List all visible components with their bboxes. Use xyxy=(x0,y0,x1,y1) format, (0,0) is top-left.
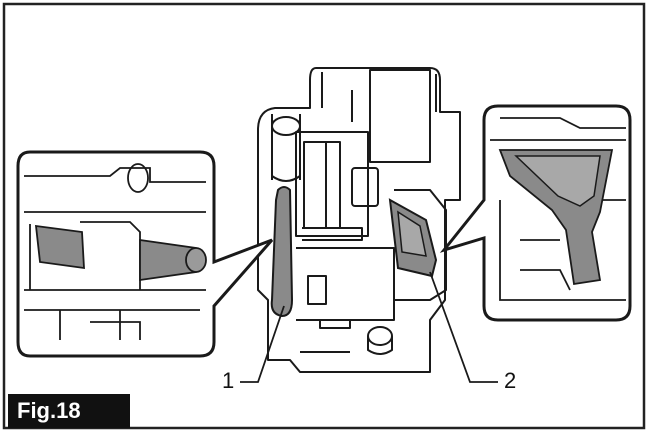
right-detail-callout xyxy=(439,104,632,322)
main-device xyxy=(257,67,461,373)
callout-number-1: 1 xyxy=(222,368,235,393)
part-1-lever xyxy=(270,186,294,318)
part-2-inner xyxy=(397,210,427,257)
figure-label: Fig.18 xyxy=(8,394,130,428)
left-detail-callout xyxy=(16,150,274,358)
callout-number-2: 2 xyxy=(504,368,517,393)
leader-line-2 xyxy=(429,271,498,383)
leader-line-1 xyxy=(240,305,285,383)
